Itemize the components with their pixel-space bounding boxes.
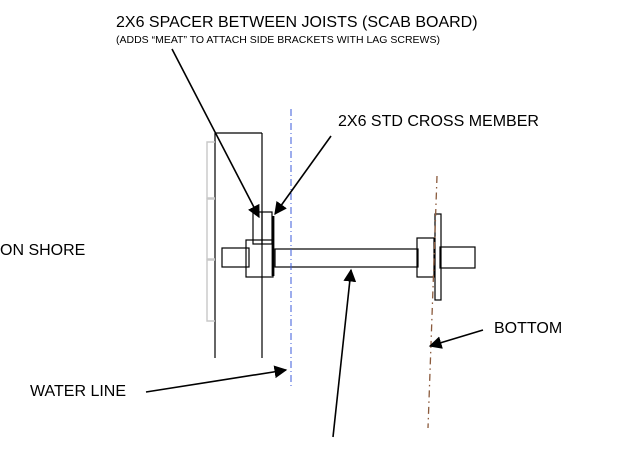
bottom-line [427, 175, 438, 429]
spacer-note-label: (ADDS “MEAT” TO ATTACH SIDE BRACKETS WIT… [116, 34, 440, 46]
cross-member-leader-arrow [274, 135, 332, 216]
cross-member-beam [221, 246, 476, 269]
spacer-scab-board [252, 211, 275, 276]
side-bracket-block [245, 239, 274, 278]
dock-frame [206, 132, 263, 358]
bottom-label: BOTTOM [494, 320, 562, 337]
water-line-leader-arrow [145, 365, 288, 393]
beam-leader-arrow [332, 268, 357, 438]
spacer-leader-arrow [171, 48, 260, 219]
bottom-leader-arrow [428, 329, 484, 349]
cross-member-label: 2X6 STD CROSS MEMBER [338, 113, 539, 130]
on-shore-label: ON SHORE [0, 242, 85, 259]
spacer-title-label: 2X6 SPACER BETWEEN JOISTS (SCAB BOARD) [116, 14, 478, 31]
pipe-foot-bracket [416, 213, 442, 301]
water-line-label: WATER LINE [30, 383, 126, 400]
deck-boards-outline [206, 141, 215, 322]
